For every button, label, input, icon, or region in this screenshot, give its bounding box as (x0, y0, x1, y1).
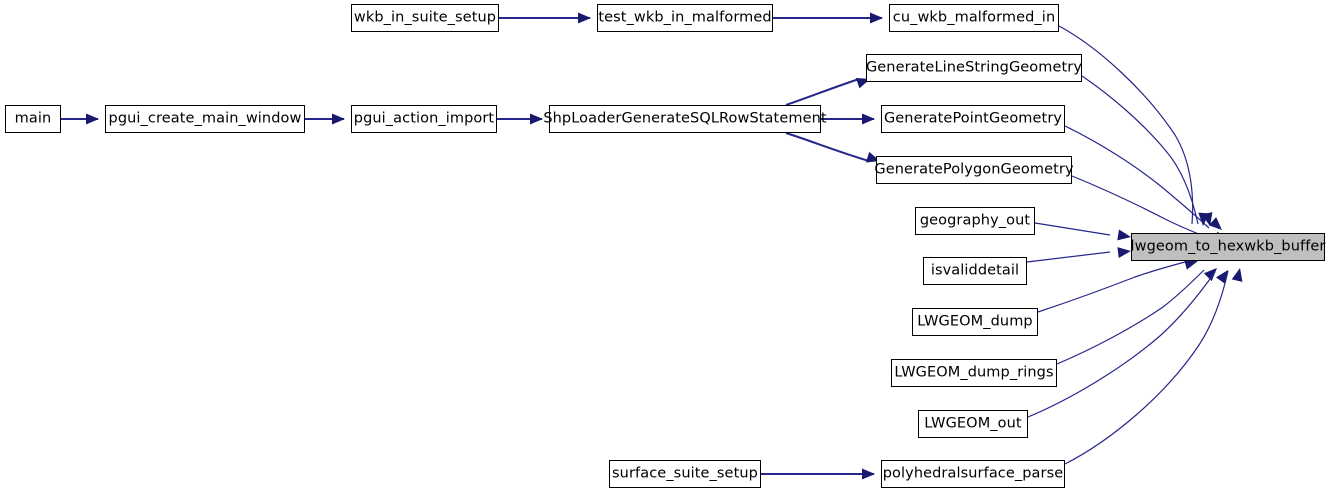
node-cu-wkb-malformed-in[interactable]: cu_wkb_malformed_in (889, 4, 1059, 32)
node-main[interactable]: main (5, 105, 61, 133)
edge-pgui_create-to-pgui_import (305, 113, 345, 125)
node-label: cu_wkb_malformed_in (892, 9, 1056, 26)
node-label: surface_suite_setup (612, 465, 758, 482)
edge-shploader-to-gen_polygon (785, 132, 880, 163)
arrowhead (332, 113, 345, 125)
arrowhead (578, 12, 591, 24)
edge-pgui_import-to-shploader (497, 113, 543, 125)
node-generate-linestring-geometry[interactable]: GenerateLineStringGeometry (866, 54, 1082, 82)
arrowhead (1231, 268, 1243, 282)
node-geography-out[interactable]: geography_out (915, 207, 1035, 235)
arrowhead (1215, 270, 1228, 284)
node-label: polyhedralsurface_parse (882, 465, 1064, 482)
node-lwgeom-dump[interactable]: LWGEOM_dump (912, 308, 1038, 336)
node-label: isvaliddetail (930, 262, 1020, 279)
node-label: geography_out (919, 212, 1031, 229)
node-label: LWGEOM_dump (917, 313, 1033, 330)
arrowhead (1203, 268, 1217, 282)
arrowhead (862, 468, 875, 480)
node-generate-polygon-geometry[interactable]: GeneratePolygonGeometry (874, 156, 1074, 184)
node-label: LWGEOM_dump_rings (894, 364, 1054, 381)
edge-wkb_suite-to-test_wkb (499, 12, 591, 24)
node-label: pgui_action_import (353, 110, 495, 127)
edge-lwgeom_dump_rings-to-target (1056, 268, 1217, 365)
edge-geography_out-to-target (1034, 222, 1131, 241)
node-polyhedralsurface-parse[interactable]: polyhedralsurface_parse (881, 460, 1065, 488)
arrowhead (86, 113, 99, 125)
edge-lwgeom_out-to-target (1027, 270, 1228, 418)
arrowhead (870, 12, 883, 24)
node-lwgeom-to-hexwkb-buffer-target[interactable]: lwgeom_to_hexwkb_buffer (1131, 233, 1325, 261)
edge-test_wkb-to-cu_wkb (773, 12, 883, 24)
node-label: pgui_create_main_window (108, 110, 302, 127)
node-isvaliddetail[interactable]: isvaliddetail (923, 257, 1027, 285)
arrowhead (862, 113, 875, 125)
edge-isvaliddetail-to-target (1026, 247, 1131, 263)
node-label: lwgeom_to_hexwkb_buffer (1130, 238, 1326, 255)
node-label: LWGEOM_out (924, 415, 1022, 432)
node-surface-suite-setup[interactable]: surface_suite_setup (609, 460, 761, 488)
node-shploader-generate-sql-row-statement[interactable]: ShpLoaderGenerateSQLRowStatement (543, 105, 827, 133)
edge-polyhedral-to-target (1064, 268, 1243, 465)
arrowhead (1198, 212, 1210, 226)
node-pgui-action-import[interactable]: pgui_action_import (351, 105, 497, 133)
edge-shploader-to-gen_linestring (785, 77, 870, 106)
node-label: wkb_in_suite_setup (353, 9, 497, 26)
edge-main-to-pgui_create (61, 113, 99, 125)
node-label: ShpLoaderGenerateSQLRowStatement (543, 110, 827, 127)
node-lwgeom-dump-rings[interactable]: LWGEOM_dump_rings (891, 359, 1057, 387)
node-lwgeom-out[interactable]: LWGEOM_out (918, 410, 1028, 438)
edge-surface_suite-to-polyhedral (761, 468, 875, 480)
node-label: GeneratePointGeometry (883, 110, 1063, 127)
edge-shploader-to-gen_point (821, 113, 875, 125)
arrowhead (1201, 212, 1213, 226)
node-label: main (14, 110, 52, 127)
node-label: GeneratePolygonGeometry (874, 161, 1074, 178)
edge-gen_point-to-target (1064, 125, 1222, 230)
node-label: test_wkb_in_malformed (598, 9, 772, 26)
arrowhead (1208, 217, 1222, 230)
node-test-wkb-in-malformed[interactable]: test_wkb_in_malformed (597, 4, 773, 32)
edge-gen_linestring-to-target (1081, 75, 1213, 226)
node-generate-point-geometry[interactable]: GeneratePointGeometry (881, 105, 1065, 133)
node-pgui-create-main-window[interactable]: pgui_create_main_window (105, 105, 305, 133)
node-wkb-in-suite-setup[interactable]: wkb_in_suite_setup (351, 4, 499, 32)
node-label: GenerateLineStringGeometry (865, 59, 1083, 76)
edge-lwgeom_dump-to-target (1037, 259, 1198, 313)
